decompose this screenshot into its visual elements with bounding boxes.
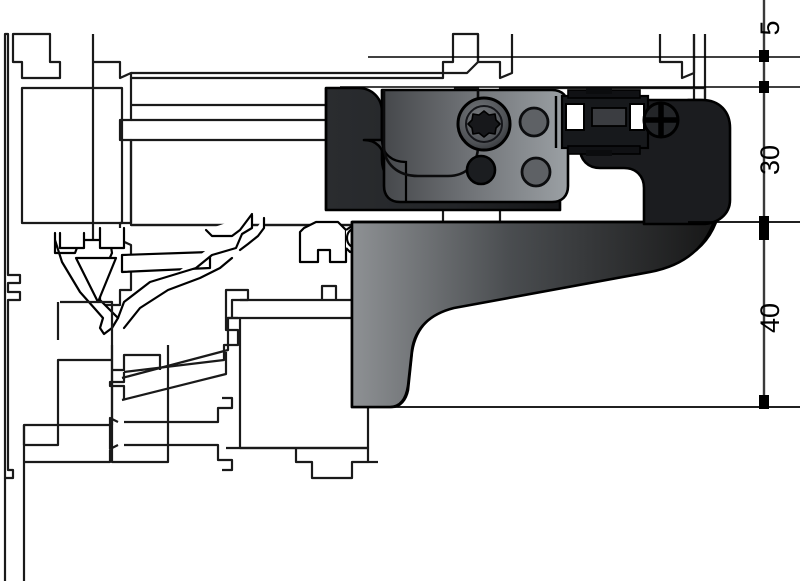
torx-screw-head bbox=[456, 96, 512, 152]
dimension-tick-40-bottom bbox=[759, 395, 769, 409]
phillips-screw-head bbox=[642, 101, 680, 139]
dimension-labels: 5 30 40 bbox=[755, 20, 785, 333]
dimension-axis bbox=[759, 0, 769, 409]
dimension-label-30: 30 bbox=[755, 145, 785, 175]
dimension-tick-40-top bbox=[759, 228, 769, 240]
dimension-tick-5-bottom bbox=[759, 50, 769, 62]
aluminium-profile-lower bbox=[3, 284, 378, 581]
through-hole-upper bbox=[518, 106, 550, 138]
slide-rail-mechanism bbox=[554, 88, 650, 156]
locating-pin bbox=[465, 154, 497, 186]
dimension-label-40: 40 bbox=[755, 303, 785, 333]
dimension-extension-lines bbox=[340, 56, 800, 408]
dimension-tick-30-bottom bbox=[759, 216, 769, 228]
gasket-seal-detail bbox=[53, 212, 266, 336]
dimension-label-5: 5 bbox=[755, 20, 785, 35]
through-hole-lower bbox=[520, 156, 552, 188]
dimension-tick-30-top bbox=[759, 81, 769, 93]
